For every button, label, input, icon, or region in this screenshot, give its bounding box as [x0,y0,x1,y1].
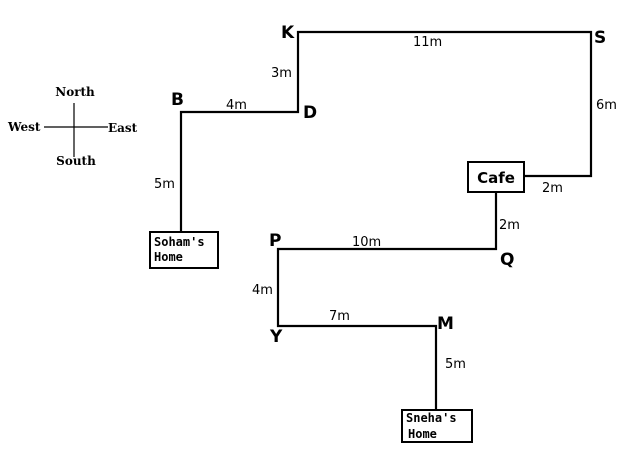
compass: North South East West [7,85,138,168]
compass-east-label: East [108,121,138,135]
distance-s-cafe: 6m [596,98,617,113]
point-p-label: P [269,231,281,251]
sneha-home-label-line1: Sneha's [406,411,457,425]
lower-route-path [276,193,498,410]
distance-p-q: 10m [352,235,381,250]
distance-cafe-horizontal: 2m [542,181,563,196]
distance-cafe-q: 2m [499,218,520,233]
point-k-label: K [281,23,295,43]
point-s-label: S [594,28,606,48]
sneha-home-label-line2: Home [408,427,437,441]
soham-home-label-line2: Home [154,250,183,264]
distance-k-d: 3m [271,66,292,81]
point-b-label: B [171,90,184,110]
distance-b-d: 4m [226,98,247,113]
distance-y-m: 7m [329,309,350,324]
soham-home-box [149,231,219,269]
point-q-label: Q [500,250,514,270]
point-m-label: M [437,314,454,334]
cafe-box [467,161,525,193]
distance-k-s: 11m [413,35,442,50]
distance-b-soham: 5m [154,177,175,192]
sneha-home-box [401,409,473,443]
compass-south-label: South [56,154,96,168]
distance-m-sneha: 5m [445,357,466,372]
point-y-label: Y [269,327,283,347]
soham-home-label-line1: Soham's [154,235,205,249]
compass-north-label: North [55,85,95,99]
point-d-label: D [303,103,317,123]
cafe-label: Cafe [477,169,515,187]
upper-route-path [179,30,593,232]
compass-west-label: West [7,120,41,134]
distance-p-y: 4m [252,283,273,298]
